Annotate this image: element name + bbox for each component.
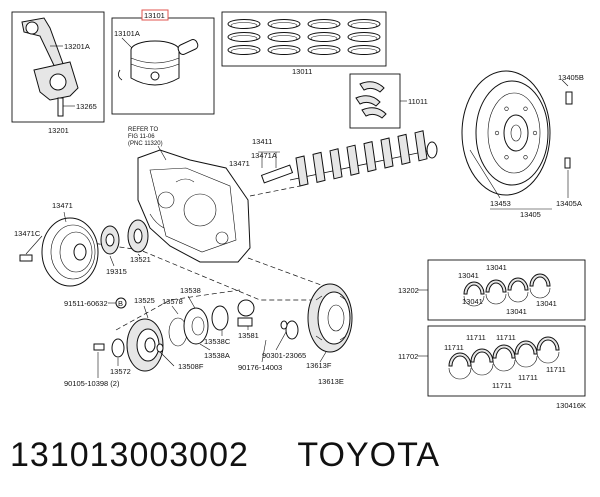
conrod-bolt-shape xyxy=(57,97,64,117)
label-conrod: 13201 xyxy=(48,126,69,135)
label-crankshaft: 13411 xyxy=(252,137,272,146)
label-crank-key: 13471A xyxy=(251,151,277,160)
label-refer-3: (PNC 11320) xyxy=(128,141,163,147)
label-con-bearing-a: 13041 xyxy=(458,271,479,280)
label-ring-gear: 13453 xyxy=(490,199,511,208)
label-conrod-nut: 13265 xyxy=(76,102,97,111)
label-main-bearing-b: 11711 xyxy=(466,333,486,342)
thrust-washer-group: 11011 xyxy=(349,73,428,129)
label-bolt-left: 91511-60632 xyxy=(64,299,108,308)
label-bolt-bottom: 90105-10398 (2) xyxy=(64,379,120,388)
balancer-group: 13613F 13613E 90301-23065 90176-14003 xyxy=(238,283,353,386)
label-con-bearing-e: 13041 xyxy=(536,299,557,308)
part-number: 131013003002 xyxy=(10,436,249,474)
label-main-bearing-e: 11711 xyxy=(518,373,538,382)
label-balancer-b: 13613E xyxy=(318,377,344,386)
main-bearing-group: 11702 11711 11711 11711 11711 11711 1171… xyxy=(398,325,586,397)
label-main-bearing-a: 11711 xyxy=(444,343,464,352)
label-pulley-bolt: 13471C xyxy=(14,229,41,238)
label-gear-c: 13538 xyxy=(180,286,201,295)
bearing-shell xyxy=(507,277,529,291)
label-piston-highlight: 13101 xyxy=(144,11,165,20)
ring-set-box xyxy=(221,11,387,67)
label-refer-2: FIG 11-06 xyxy=(128,134,155,140)
label-flywheel-pin: 13405A xyxy=(556,199,582,208)
conrod-small-end xyxy=(25,21,39,35)
label-main-bearing-c: 11711 xyxy=(496,333,516,342)
main-bearing-shell xyxy=(448,352,472,367)
crank-web xyxy=(346,144,360,176)
timing-case xyxy=(137,149,251,263)
label-piston-pin: 13101A xyxy=(114,29,140,38)
label-flywheel-bolt: 13405B xyxy=(558,73,584,82)
bearing-shell xyxy=(529,273,551,287)
flywheel-group: 13405B 13453 13405A 13405 xyxy=(461,70,584,219)
caption: 131013003002 TOYOTA xyxy=(10,436,590,486)
label-thrust-washer: 11011 xyxy=(408,97,428,106)
crank-web xyxy=(329,148,343,180)
label-gear-d: 13538A xyxy=(204,351,230,360)
main-bearing-box xyxy=(427,325,586,397)
crank-web xyxy=(363,140,377,173)
conrod-group: 13201A 13265 13201 xyxy=(11,11,105,135)
crank-web xyxy=(380,137,394,169)
parts-diagram: 13201A 13265 13201 13101 13101A 13011 11… xyxy=(11,9,586,410)
label-crank-sprocket: 13521 xyxy=(130,255,151,264)
label-seal-b: 90176-14003 xyxy=(238,363,282,372)
label-con-bearing-c: 13041 xyxy=(462,297,483,306)
label-balancer-a: 13613F xyxy=(306,361,332,370)
label-main-bearing-box: 11702 xyxy=(398,352,418,361)
label-crank-gear: 19315 xyxy=(106,267,127,276)
piston-skirt xyxy=(130,50,180,86)
label-flywheel: 13405 xyxy=(520,210,541,219)
crank-web xyxy=(397,133,411,166)
flywheel-pin-shape xyxy=(564,157,571,169)
label-refer-1: REFER TO xyxy=(128,127,158,133)
ring-set-group: 13011 xyxy=(221,11,387,76)
label-ring-set: 13011 xyxy=(292,67,312,76)
main-bearing-shell xyxy=(536,336,560,351)
label-washer: 13581 xyxy=(238,331,259,340)
conrod-box xyxy=(11,11,105,123)
label-con-bearing-box: 13202 xyxy=(398,286,419,295)
crank-web xyxy=(414,130,428,162)
label-gear-b: 13578 xyxy=(162,297,183,306)
main-bearing-shell xyxy=(470,348,494,363)
label-con-bearing-b: 13041 xyxy=(486,263,507,272)
label-con-bearing-d: 13041 xyxy=(506,307,527,316)
pulley-group: 13471 13471C xyxy=(14,201,99,287)
label-gear-a: 13525 xyxy=(134,296,155,305)
label-main-bearing-f: 11711 xyxy=(546,365,566,374)
con-bearing-group: 13202 13041 13041 13041 13041 13041 xyxy=(398,259,586,321)
crank-web xyxy=(312,151,326,184)
crank-web xyxy=(295,155,309,187)
flywheel-bolt-shape xyxy=(565,91,573,105)
label-seal-a: 90301-23065 xyxy=(262,351,306,360)
piston-pin-shape xyxy=(177,39,199,55)
label-crank-key-alt: 13471 xyxy=(229,159,250,168)
brand-name: TOYOTA xyxy=(297,436,441,474)
crankshaft-group: 13411 13471A 13471 xyxy=(229,130,438,187)
label-gear-e: 13508F xyxy=(178,362,204,371)
drawing-code: 130416K xyxy=(556,401,586,410)
main-bearing-shell xyxy=(492,344,516,359)
pulley-bolt-shape xyxy=(19,254,33,262)
label-main-bearing-d: 11711 xyxy=(492,381,512,390)
gear-train-group: 91511-60632 B 13525 13578 13538 13538C 1… xyxy=(64,286,259,388)
label-pulley: 13471 xyxy=(52,201,73,210)
piston-highlight-box xyxy=(141,9,169,21)
crank-gear-group: 19315 13521 xyxy=(100,219,151,276)
piston-group: 13101 13101A xyxy=(111,9,215,115)
timing-case-group: REFER TO FIG 11-06 (PNC 11320) xyxy=(128,127,251,263)
label-gear-small: 13572 xyxy=(110,367,131,376)
label-conrod-bolt: 13201A xyxy=(64,42,90,51)
main-bearing-shell xyxy=(514,340,538,355)
bearing-shell xyxy=(485,279,507,293)
label-bolt-left-marker: B xyxy=(118,299,123,308)
conrod-bore xyxy=(49,73,67,91)
label-spacer: 13538C xyxy=(204,337,231,346)
pulley xyxy=(41,217,99,287)
bearing-shell xyxy=(463,281,485,295)
